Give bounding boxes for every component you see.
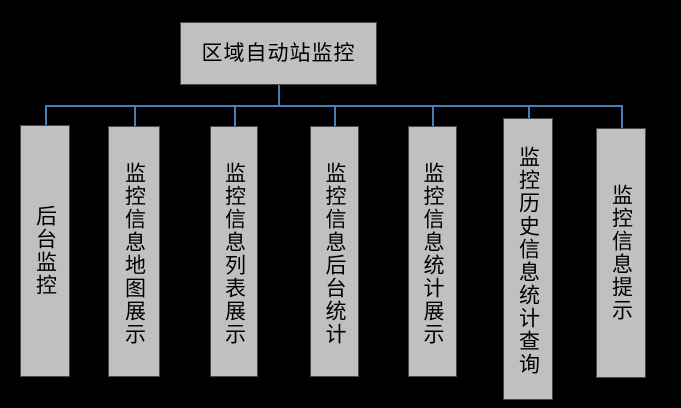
connector-root-drop <box>278 85 280 107</box>
child-node-7-label: 监控信息提示 <box>609 184 634 322</box>
child-node-4-label: 监控信息后台统计 <box>323 161 347 346</box>
child-node-5[interactable]: 监控信息统计展示 <box>408 126 457 377</box>
child-node-7[interactable]: 监控信息提示 <box>596 128 646 378</box>
child-node-4[interactable]: 监控信息后台统计 <box>310 126 359 377</box>
child-node-6[interactable]: 监控历史信息统计查询 <box>503 118 553 400</box>
child-node-3-label: 监控信息列表展示 <box>222 161 247 346</box>
child-node-5-label: 监控信息统计展示 <box>421 161 445 346</box>
child-node-1[interactable]: 后台监控 <box>20 125 70 377</box>
child-node-2[interactable]: 监控信息地图展示 <box>108 126 160 377</box>
connector-child-3 <box>234 105 236 126</box>
child-node-6-label: 监控历史信息统计查询 <box>516 146 541 376</box>
connector-bus <box>45 105 622 107</box>
child-node-3[interactable]: 监控信息列表展示 <box>210 126 258 377</box>
connector-child-2 <box>134 105 136 126</box>
child-node-2-label: 监控信息地图展示 <box>122 161 147 346</box>
root-node[interactable]: 区域自动站监控 <box>180 22 377 85</box>
connector-child-4 <box>334 105 336 126</box>
connector-child-1 <box>45 105 47 125</box>
root-node-label: 区域自动站监控 <box>201 40 356 65</box>
connector-child-6 <box>528 105 530 118</box>
connector-child-5 <box>432 105 434 126</box>
child-node-1-label: 后台监控 <box>33 205 58 297</box>
connector-child-7 <box>621 105 623 128</box>
